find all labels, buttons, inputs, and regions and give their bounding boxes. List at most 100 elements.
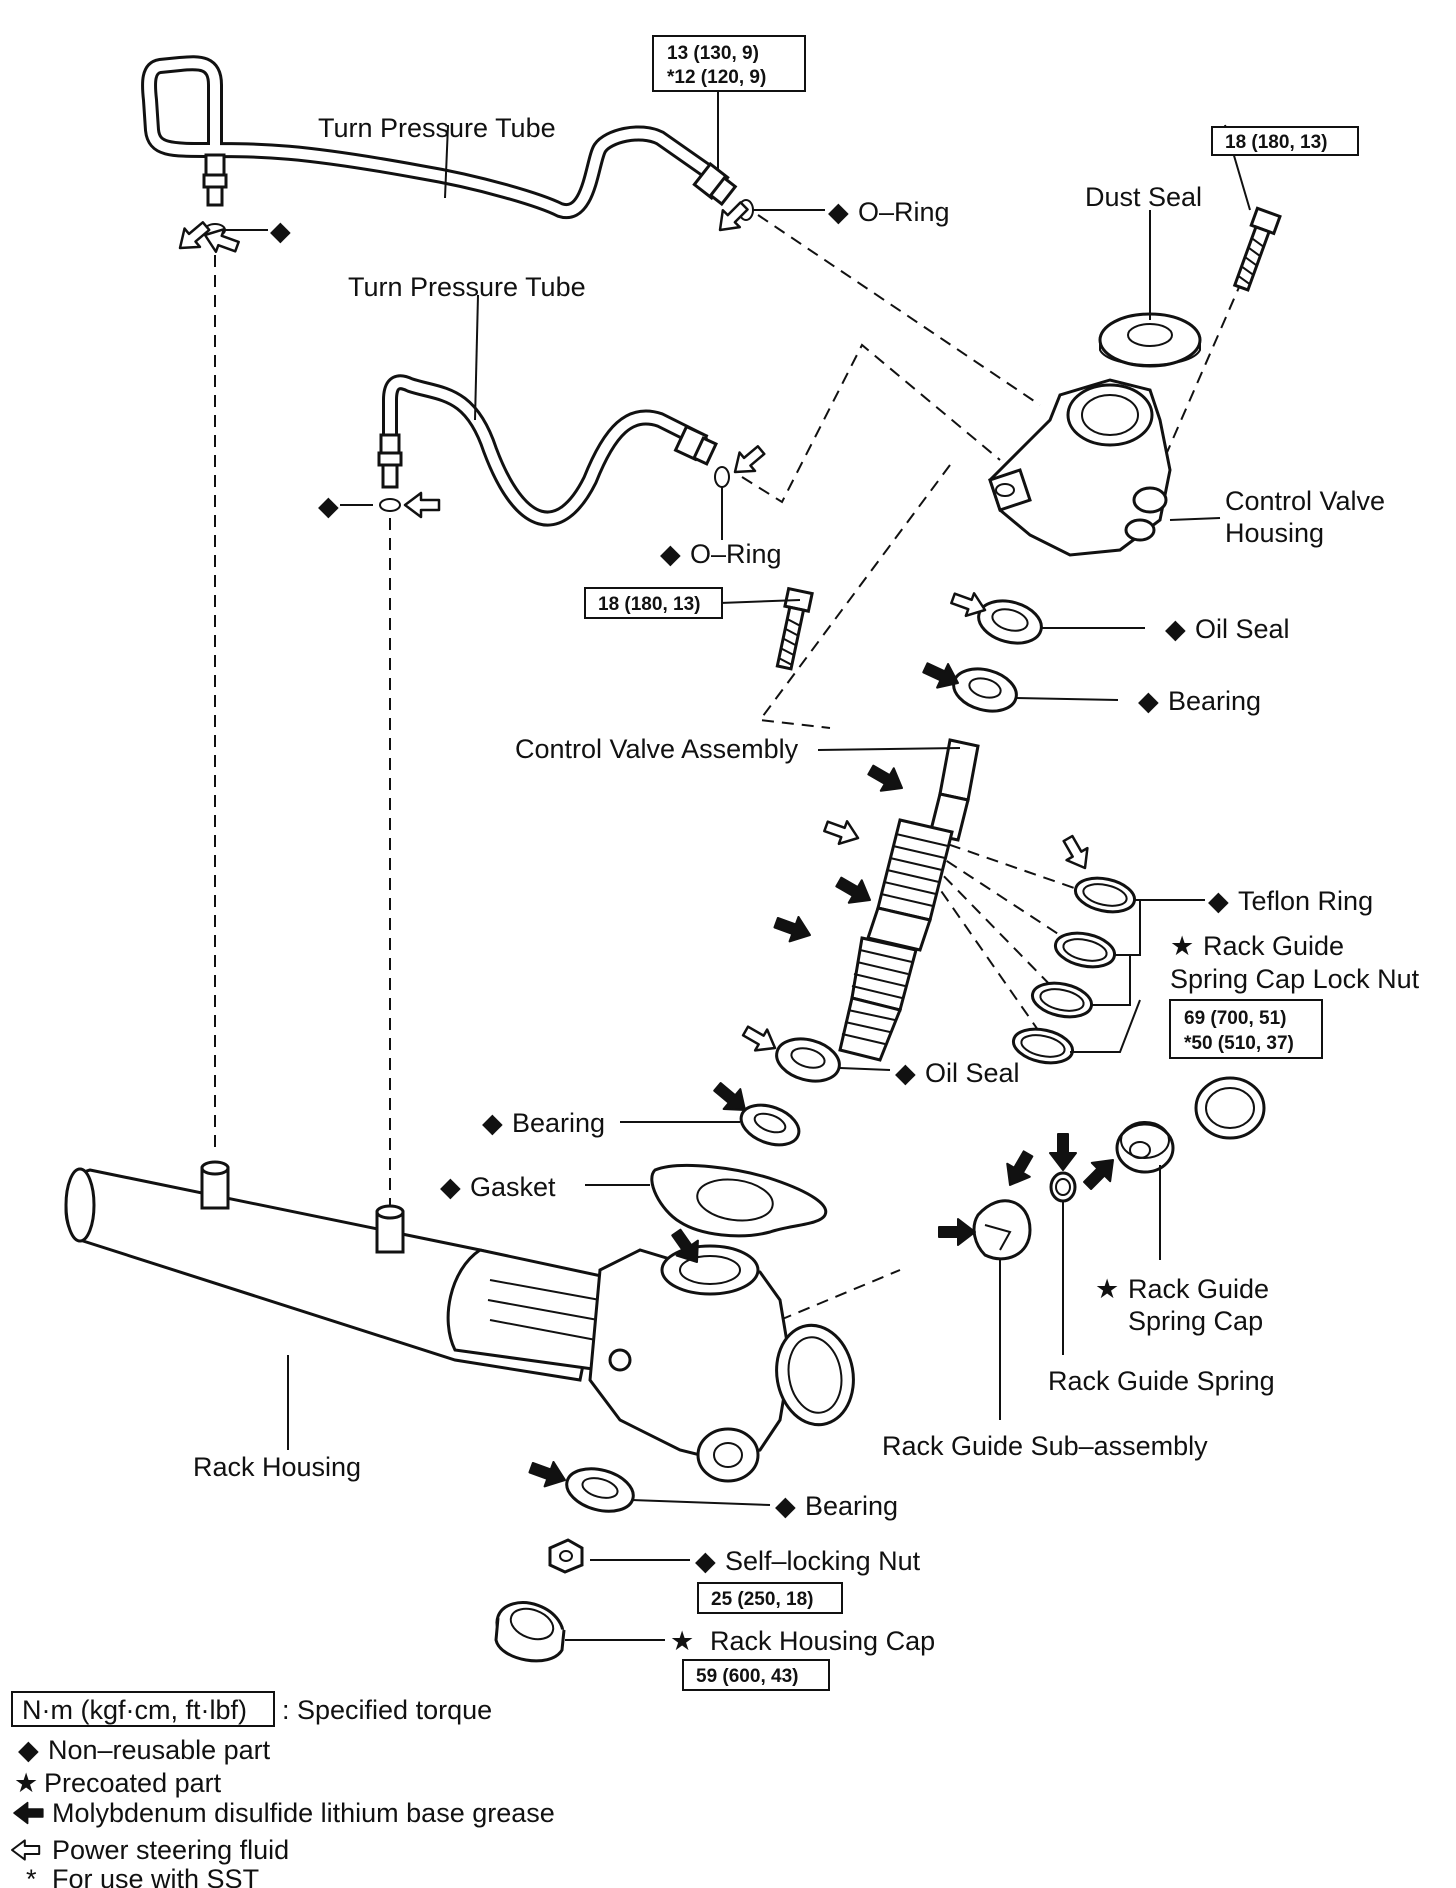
svg-text:For use with SST: For use with SST	[52, 1864, 259, 1888]
svg-text:Spring Cap: Spring Cap	[1128, 1306, 1263, 1336]
svg-text:◆: ◆	[695, 1546, 716, 1576]
svg-text:★: ★	[670, 1626, 694, 1656]
teflon-rings-part	[1011, 876, 1137, 1065]
svg-text:Oil Seal: Oil Seal	[925, 1058, 1020, 1088]
torque-box-self-locking-nut: 25 (250, 18)	[697, 1582, 843, 1614]
svg-text:O–Ring: O–Ring	[690, 539, 782, 569]
label-bearing-upper: ◆ Bearing	[1138, 686, 1261, 716]
rack-guide-spring-cap-part	[1115, 1121, 1175, 1174]
svg-text:Control Valve: Control Valve	[1225, 486, 1385, 516]
svg-text:Bearing: Bearing	[805, 1491, 898, 1521]
bearing-upper-part	[952, 667, 1018, 713]
lock-nut-part	[1194, 1076, 1266, 1140]
oil-seal-lower-part	[775, 1037, 841, 1083]
rack-housing-cap-part	[494, 1601, 566, 1663]
diamond-icon-lower-left: ◆	[318, 491, 339, 521]
dashed-assembly-lines	[214, 214, 1251, 1321]
label-gasket: ◆ Gasket	[440, 1172, 556, 1202]
torque-box-top-bolt: 18 (180, 13)	[1211, 126, 1359, 156]
rack-guide-spring-part	[1049, 1171, 1077, 1203]
self-locking-nut-part	[548, 1538, 584, 1574]
svg-text:Self–locking Nut: Self–locking Nut	[725, 1546, 921, 1576]
label-bearing-lower: ◆ Bearing	[775, 1491, 898, 1521]
svg-text:◆: ◆	[828, 197, 849, 227]
label-dust-seal: Dust Seal	[1085, 182, 1202, 212]
svg-text:Precoated part: Precoated part	[44, 1768, 222, 1798]
control-valve-housing-part	[988, 378, 1172, 557]
bolt-top	[1232, 206, 1282, 292]
label-oil-seal-upper: ◆ Oil Seal	[1165, 614, 1290, 644]
svg-text:Bearing: Bearing	[1168, 686, 1261, 716]
svg-text:O–Ring: O–Ring	[858, 197, 950, 227]
label-turn-pressure-tube-lower: Turn Pressure Tube	[348, 272, 586, 302]
label-turn-pressure-tube-upper: Turn Pressure Tube	[318, 113, 556, 143]
svg-text:25 (250, 18): 25 (250, 18)	[711, 1589, 813, 1610]
legend-torque: N·m (kgf·cm, ft·lbf) : Specified torque	[11, 1691, 492, 1727]
torque-box-lock-nut: 69 (700, 51) *50 (510, 37)	[1169, 999, 1323, 1059]
svg-text:Teflon Ring: Teflon Ring	[1238, 886, 1373, 916]
legend: N·m (kgf·cm, ft·lbf) : Specified torque …	[10, 1691, 555, 1888]
svg-text:Rack Guide: Rack Guide	[1128, 1274, 1269, 1304]
svg-text:Molybdenum disulfide lithium b: Molybdenum disulfide lithium base grease	[52, 1798, 555, 1828]
label-teflon-ring: ◆ Teflon Ring	[1208, 886, 1373, 916]
svg-text:Power steering fluid: Power steering fluid	[52, 1835, 289, 1865]
svg-text:◆: ◆	[1208, 886, 1229, 916]
hollow-arrow-icon	[10, 1839, 41, 1861]
rack-guide-sub-assembly-part	[972, 1199, 1032, 1261]
svg-text:★: ★	[1095, 1274, 1119, 1304]
label-rack-guide-spring: Rack Guide Spring	[1048, 1366, 1275, 1396]
svg-text:Oil Seal: Oil Seal	[1195, 614, 1290, 644]
svg-text:◆: ◆	[1165, 614, 1186, 644]
svg-text:◆: ◆	[440, 1172, 461, 1202]
svg-text:Bearing: Bearing	[512, 1108, 605, 1138]
svg-text:13 (130, 9): 13 (130, 9)	[667, 43, 759, 64]
svg-text:◆: ◆	[895, 1058, 916, 1088]
control-valve-assembly-part	[838, 738, 980, 1062]
label-oil-seal-lower: ◆ Oil Seal	[895, 1058, 1020, 1088]
o-ring-lower-left	[379, 498, 401, 512]
gasket-part	[650, 1163, 828, 1238]
turn-pressure-tube-lower	[377, 374, 718, 527]
label-control-valve-housing: Control Valve Housing	[1225, 486, 1385, 548]
svg-text:Gasket: Gasket	[470, 1172, 556, 1202]
legend-fluid: Power steering fluid	[10, 1835, 289, 1865]
svg-text:◆: ◆	[482, 1108, 503, 1138]
bearing-lower-part	[565, 1467, 635, 1513]
torque-box-middle-bolt: 18 (180, 13)	[584, 587, 723, 619]
svg-text:Non–reusable part: Non–reusable part	[48, 1735, 271, 1765]
label-o-ring-lower: ◆ O–Ring	[660, 539, 782, 569]
svg-text:Rack Housing Cap: Rack Housing Cap	[710, 1626, 935, 1656]
legend-precoated: ★ Precoated part	[14, 1768, 222, 1798]
o-ring-lower	[714, 466, 730, 488]
label-rack-housing: Rack Housing	[193, 1452, 361, 1482]
label-bearing-middle: ◆ Bearing	[482, 1108, 605, 1138]
turn-pressure-tube-upper	[141, 55, 738, 220]
svg-text:★: ★	[1170, 931, 1194, 961]
svg-text:◆: ◆	[775, 1491, 796, 1521]
oil-seal-upper-part	[977, 599, 1043, 645]
svg-text:Spring Cap Lock Nut: Spring Cap Lock Nut	[1170, 964, 1420, 994]
svg-text:Housing: Housing	[1225, 518, 1324, 548]
torque-box-tube-fitting: 13 (130, 9) *12 (120, 9)	[652, 35, 806, 92]
legend-non-reusable: ◆ Non–reusable part	[18, 1735, 271, 1765]
label-self-locking-nut: ◆ Self–locking Nut	[695, 1546, 921, 1576]
svg-text:*: *	[26, 1864, 37, 1888]
svg-text:69 (700, 51): 69 (700, 51)	[1184, 1008, 1286, 1029]
svg-text:: Specified torque: : Specified torque	[282, 1695, 492, 1725]
svg-text:*12 (120, 9): *12 (120, 9)	[667, 67, 766, 88]
star-icon: ★	[14, 1768, 38, 1798]
diamond-icon-upper-left: ◆	[270, 216, 291, 246]
svg-text:18 (180, 13): 18 (180, 13)	[1225, 132, 1327, 153]
svg-text:Rack Guide: Rack Guide	[1203, 931, 1344, 961]
torque-box-rack-housing-cap: 59 (600, 43)	[682, 1659, 830, 1691]
label-rack-housing-cap: ★ Rack Housing Cap	[670, 1626, 935, 1656]
svg-text:◆: ◆	[660, 539, 681, 569]
svg-text:◆: ◆	[1138, 686, 1159, 716]
svg-text:N·m (kgf·cm, ft·lbf): N·m (kgf·cm, ft·lbf)	[22, 1695, 247, 1725]
svg-text:18 (180, 13): 18 (180, 13)	[598, 594, 700, 615]
svg-text:59 (600, 43): 59 (600, 43)	[696, 1666, 798, 1687]
diamond-icon: ◆	[18, 1735, 39, 1765]
bearing-middle-part	[739, 1103, 801, 1147]
label-o-ring-upper: ◆ O–Ring	[828, 197, 950, 227]
